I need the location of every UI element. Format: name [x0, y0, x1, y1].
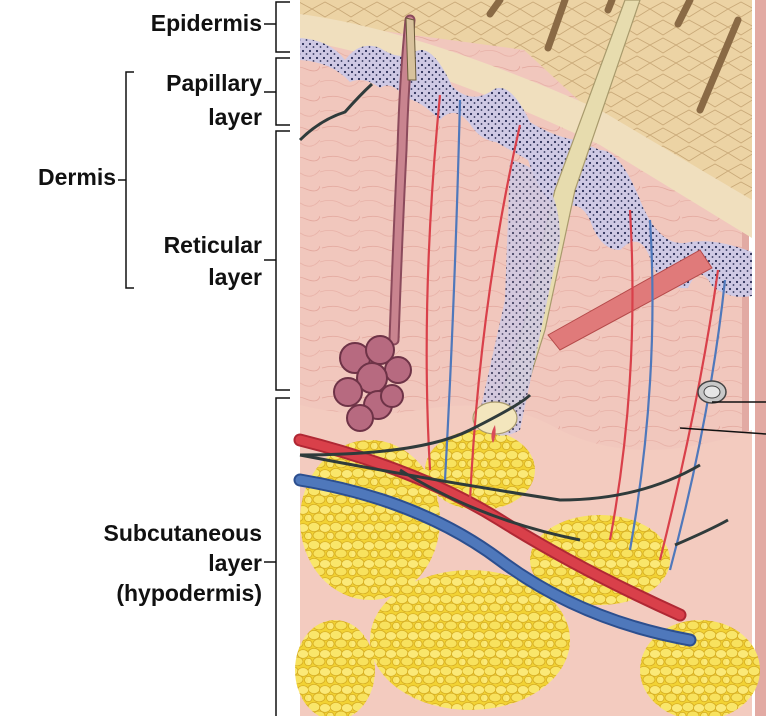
stratum-basale [300, 38, 752, 297]
leader-line [679, 427, 766, 435]
papillary-layer-label-line2: layer [208, 104, 262, 130]
layer-brackets [118, 1, 290, 716]
capillaries [425, 94, 727, 571]
subcutaneous-layer-label-line3: (hypodermis) [116, 580, 262, 606]
fat-lobule [640, 620, 760, 716]
fat-lobule [370, 570, 570, 710]
epidermis-bracket [275, 1, 290, 53]
artery [295, 435, 685, 620]
sweat-gland-coil [333, 335, 412, 432]
reticular-layer-label-line1: Reticular [163, 232, 262, 258]
sweat-pore [405, 17, 417, 81]
reticular-layer-label-line2: layer [208, 264, 262, 290]
papillary-layer-label-line1: Papillary [166, 70, 262, 96]
reticular-bracket [275, 130, 290, 391]
tissue-block [293, 0, 766, 716]
papillary-bracket [275, 57, 290, 126]
surface-hairs [486, 0, 742, 114]
arrector-pili-muscle [547, 249, 713, 351]
nerves [298, 82, 729, 547]
skin-surface-block [470, 0, 752, 210]
sweat-duct [390, 16, 414, 344]
vein [295, 475, 695, 645]
subcutaneous-bracket [275, 397, 290, 716]
hair-follicle-sheath [478, 160, 560, 436]
stratum-corneum [300, 14, 752, 238]
subcutaneous-layer-label-line1: Subcutaneous [103, 520, 262, 546]
epidermis-label: Epidermis [150, 10, 262, 36]
dermis-bracket [125, 71, 134, 289]
fat-lobule [295, 620, 375, 716]
subcutaneous-layer-label-line2: layer [208, 550, 262, 576]
dermis-label: Dermis [38, 164, 116, 190]
hair-papilla [491, 425, 496, 443]
